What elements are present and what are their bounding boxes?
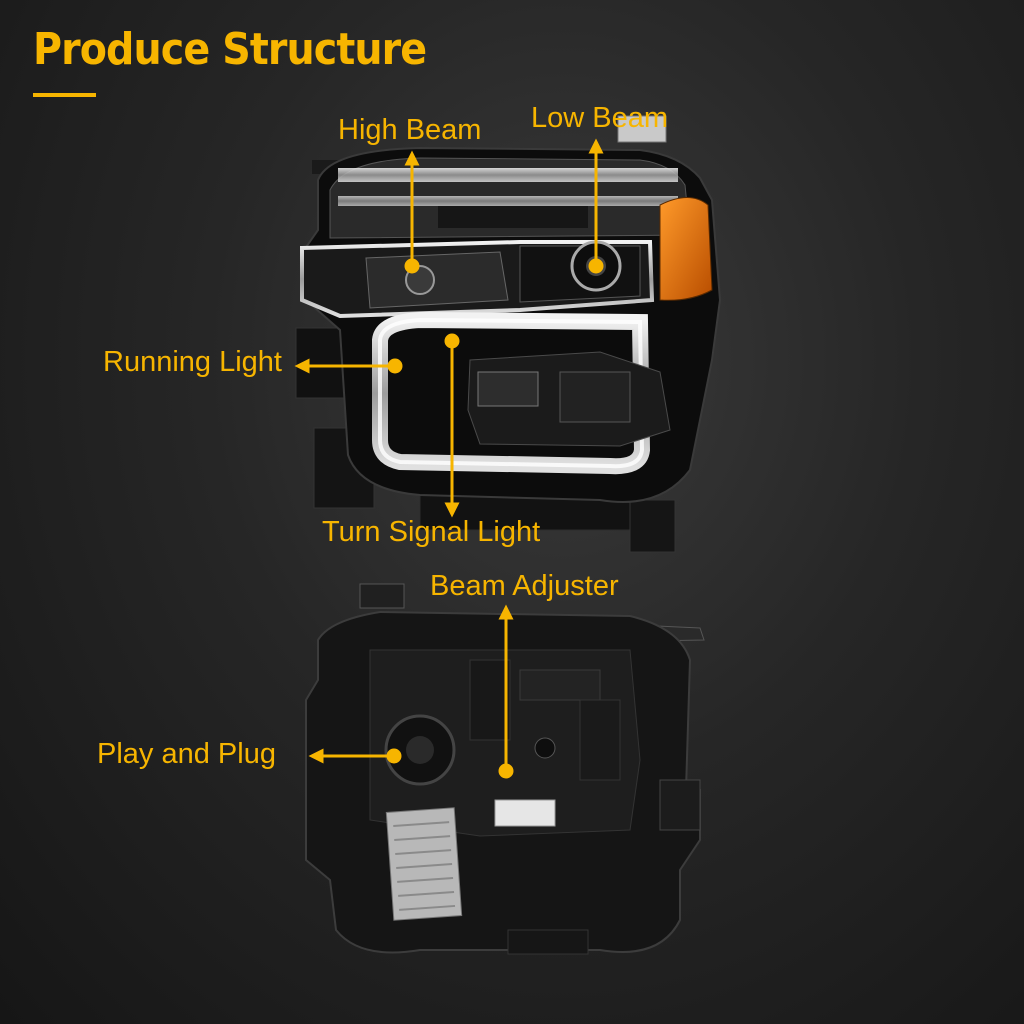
callout-beam-adjuster [498, 604, 514, 779]
headlight-front-view [295, 115, 722, 553]
label-high-beam: High Beam [338, 114, 482, 146]
label-running-light: Running Light [103, 346, 282, 378]
headlight-rear-view [305, 583, 705, 955]
label-play-and-plug: Play and Plug [97, 738, 276, 770]
callout-play-and-plug [308, 748, 402, 764]
label-low-beam: Low Beam [531, 102, 669, 134]
label-beam-adjuster: Beam Adjuster [430, 570, 619, 602]
callout-low-beam [588, 138, 604, 274]
callout-turn-signal [444, 333, 460, 518]
label-turn-signal-light: Turn Signal Light [322, 516, 541, 548]
callout-running-light [294, 358, 403, 374]
callout-high-beam [404, 150, 420, 274]
page-title: Produce Structure [33, 24, 427, 75]
title-underline [33, 93, 96, 97]
